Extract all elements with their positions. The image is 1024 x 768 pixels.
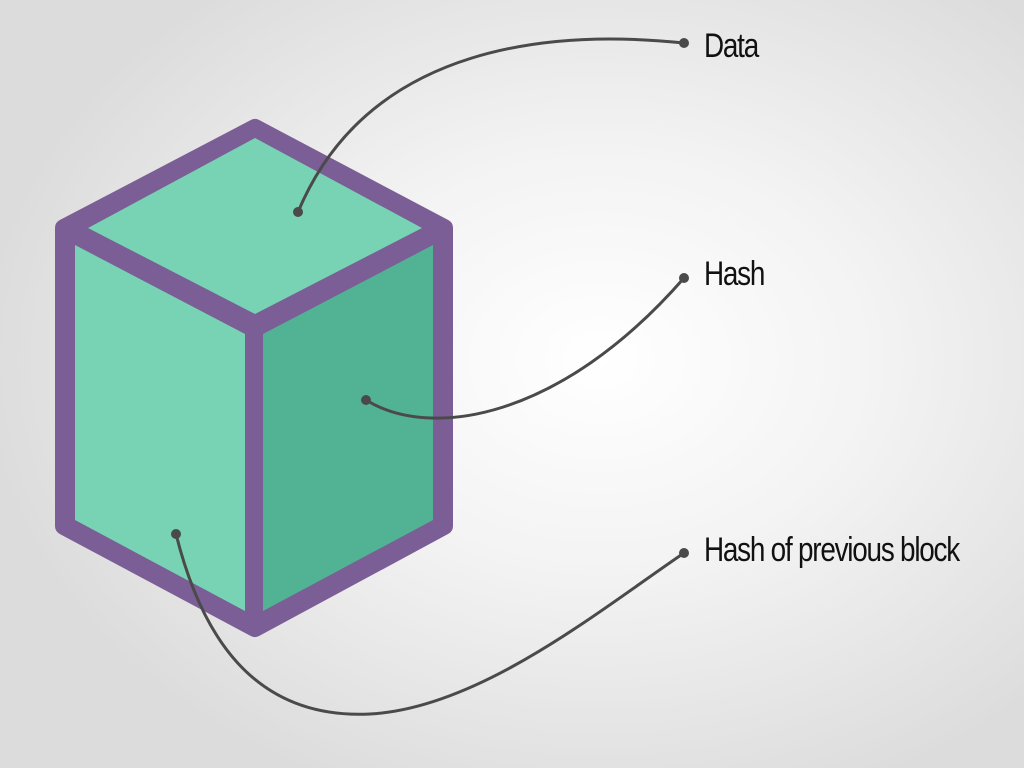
block-cube — [55, 119, 453, 637]
cube-top-face — [88, 138, 422, 314]
hash-label: Hash — [704, 255, 765, 293]
previous-hash-label: Hash of previous block — [704, 531, 960, 569]
data-connector-end-dot — [679, 38, 689, 48]
previous-hash-connector — [174, 532, 686, 716]
cube-left-face — [75, 245, 245, 611]
data-connector-start-dot — [293, 207, 303, 217]
hash-connector-start-dot — [361, 395, 371, 405]
previous-hash-connector-start-dot — [171, 529, 181, 539]
cube-right-face — [263, 245, 433, 611]
hash-connector-end-dot — [679, 273, 689, 283]
connectors — [171, 37, 689, 716]
previous-hash-connector-end-dot — [679, 548, 689, 558]
data-connector — [296, 37, 686, 214]
data-label: Data — [704, 27, 759, 65]
hash-connector — [364, 276, 686, 420]
